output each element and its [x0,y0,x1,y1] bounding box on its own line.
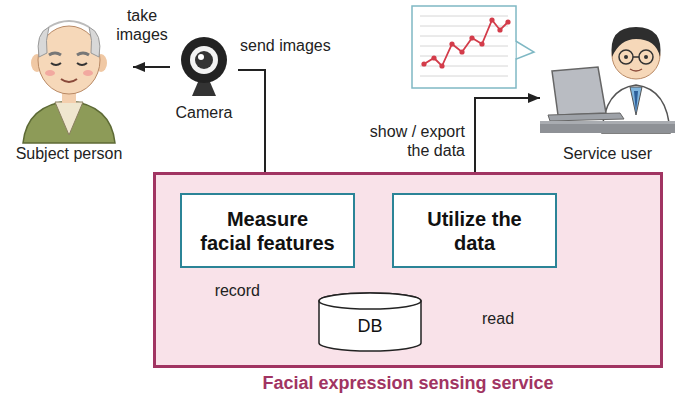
node-label: Camera [170,104,238,122]
chart-bubble [412,6,534,88]
illustration [170,30,238,100]
database-cylinder: DB [318,292,422,352]
node-label: Measure facial features [200,207,336,255]
arrow-connector [133,66,170,68]
illustration [540,5,675,145]
edge-label: send images [240,36,355,55]
person-figure: Subject person [5,5,133,163]
edge-label: take images [113,6,171,44]
group-title: Facial expression sensing service [156,373,660,394]
edge-label: show / export the data [355,122,465,160]
process-box: Measure facial features [180,193,355,268]
edge-label: record [200,281,260,300]
node-label: DB [357,308,382,337]
service-region: Facial expression sensing serviceMeasure… [153,172,663,368]
node-label: Utilize the data [427,207,522,255]
illustration [5,5,133,145]
node-label: Subject person [5,145,133,163]
process-box: Utilize the data [392,193,557,268]
user-figure: Service user [540,5,675,163]
camera-figure: Camera [170,30,238,122]
edge-label: read [482,309,532,328]
node-label: Service user [540,145,675,163]
